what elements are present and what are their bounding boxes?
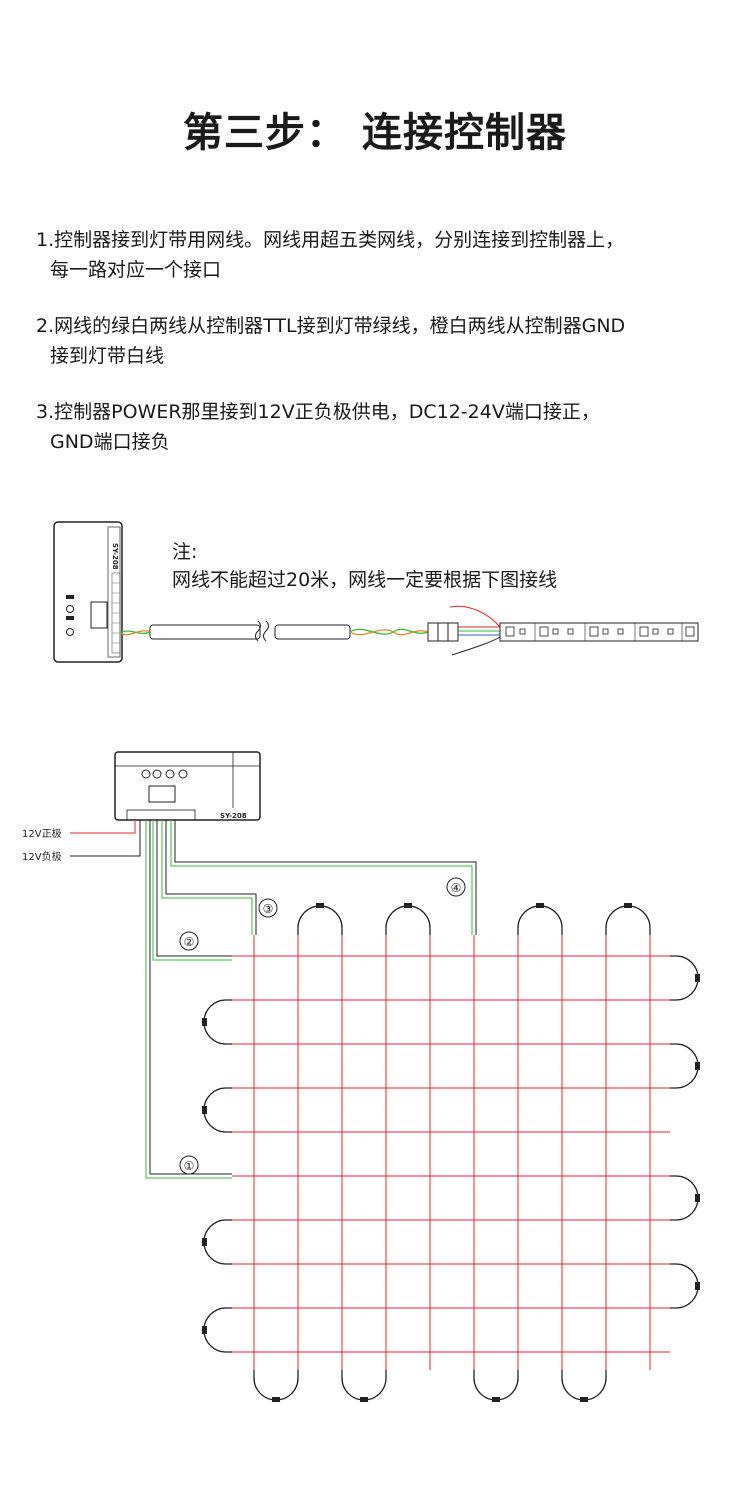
note-heading: 注: — [172, 541, 198, 563]
step-3-line-2: GND端口接负 — [50, 431, 170, 453]
page-title: 第三步： 连接控制器 — [183, 110, 567, 156]
power-positive-label: 12V正极 — [22, 827, 62, 840]
step-2: 2.网线的绿白两线从控制器TTL接到灯带绿线，橙白两线从控制器GND 接到灯带白… — [36, 311, 726, 371]
controller-model-label: SY-208 — [220, 812, 247, 820]
network-cable — [119, 620, 429, 642]
strip-connector — [427, 605, 501, 656]
note-text: 网线不能超过20米，网线一定要根据下图接线 — [172, 569, 558, 591]
signal-cables — [145, 820, 477, 1179]
led-grid — [232, 935, 670, 1370]
controller-device: SY-208 — [53, 521, 123, 663]
power-negative-label: 12V负极 — [22, 850, 62, 863]
port-marker-4: ④ — [451, 881, 462, 895]
step-2-line-2: 接到灯带白线 — [50, 345, 165, 367]
loop-connectors — [202, 903, 700, 1402]
port-marker-2: ② — [184, 935, 195, 949]
wiring-layout-diagram: SY-208 12V正极 12V负极 ① ② ③ ④ — [22, 751, 700, 1402]
step-2-line-1: 2.网线的绿白两线从控制器TTL接到灯带绿线，橙白两线从控制器GND — [36, 315, 626, 337]
controller-device: SY-208 — [114, 751, 261, 821]
step-3: 3.控制器POWER那里接到12V正负极供电，DC12-24V端口接正， GND… — [36, 397, 726, 457]
note: 注: 网线不能超过20米，网线一定要根据下图接线 — [172, 538, 557, 594]
power-wires: 12V正极 12V负极 — [22, 820, 141, 863]
step-3-line-1: 3.控制器POWER那里接到12V正负极供电，DC12-24V端口接正， — [36, 401, 600, 423]
step-1-line-1: 1.控制器接到灯带用网线。网线用超五类网线，分别连接到控制器上， — [36, 229, 625, 251]
cable-connection-diagram: SY-208 — [53, 521, 699, 663]
port-marker-3: ③ — [263, 902, 274, 916]
port-marker-1: ① — [184, 1159, 195, 1173]
led-strip — [499, 622, 699, 642]
port-markers: ① ② ③ ④ — [179, 877, 466, 1175]
strip-loops — [203, 905, 699, 1401]
step-1-line-2: 每一路对应一个接口 — [50, 259, 222, 281]
controller-model-label: SY-208 — [111, 543, 119, 570]
step-1: 1.控制器接到灯带用网线。网线用超五类网线，分别连接到控制器上， 每一路对应一个… — [36, 225, 726, 285]
